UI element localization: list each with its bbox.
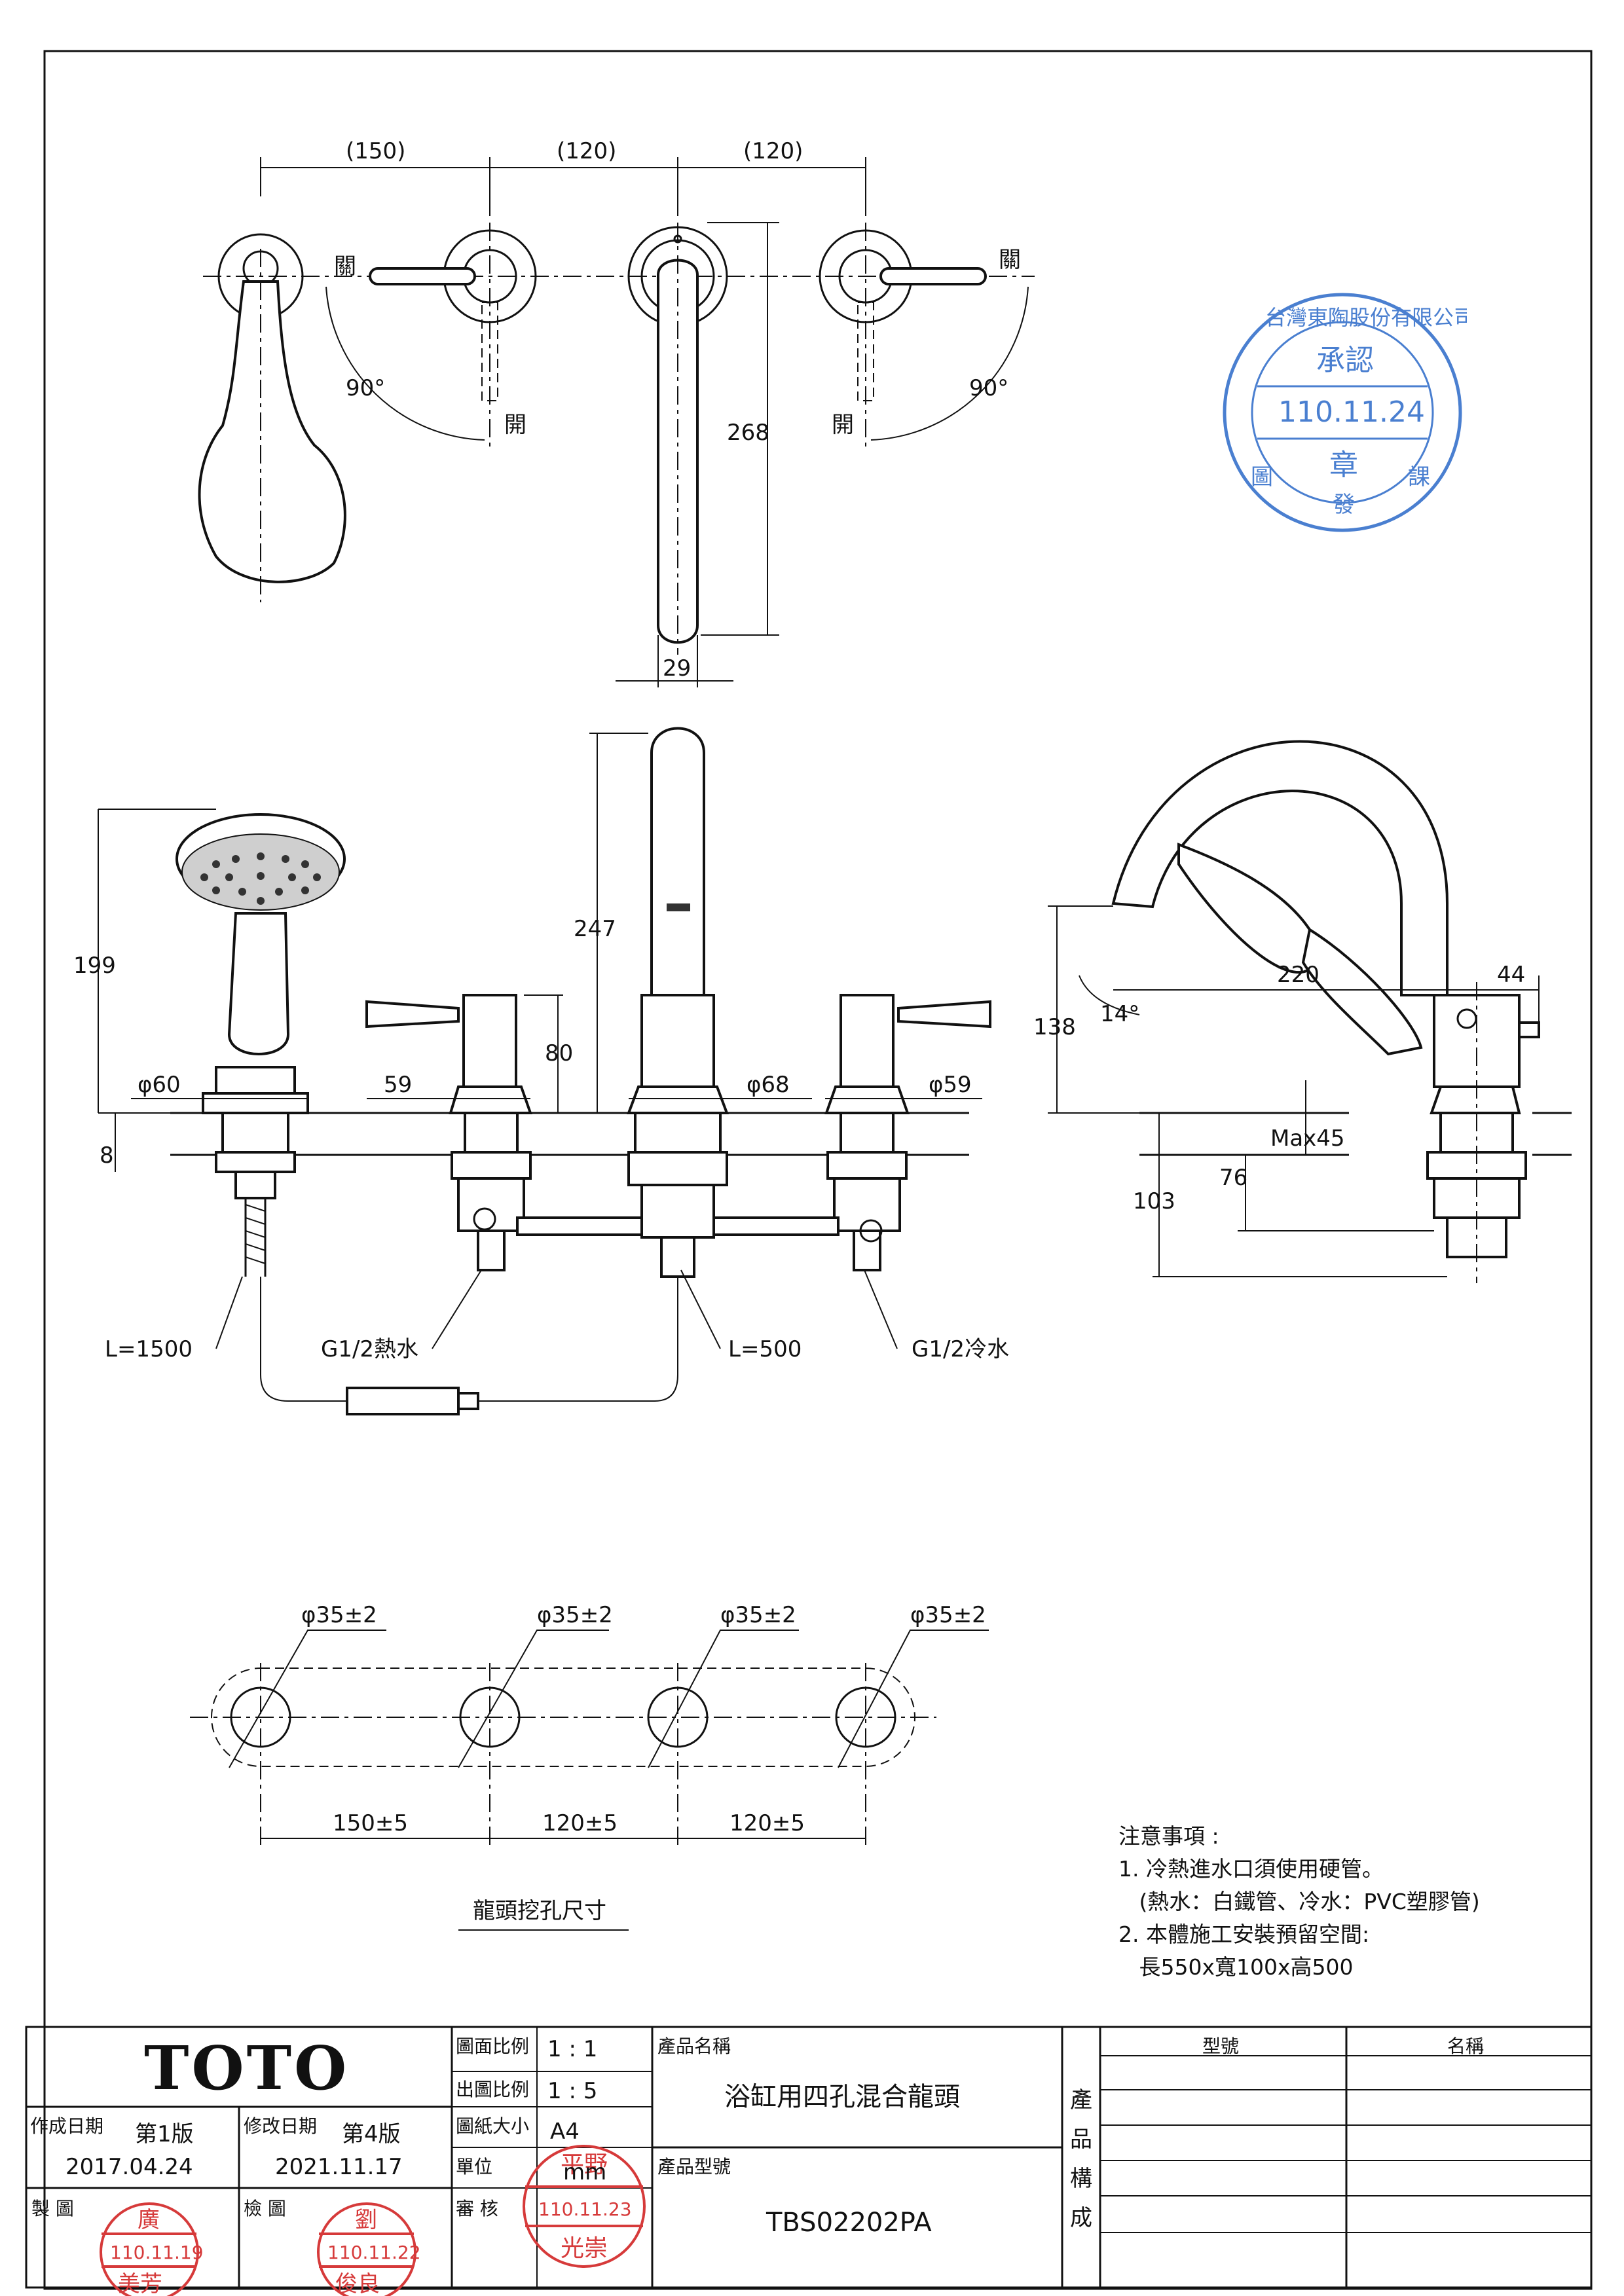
hole-label-4: φ35±2 — [910, 1602, 986, 1628]
col-name: 名稱 — [1447, 2035, 1485, 2057]
label-hot-water: G1/2熱水 — [321, 1336, 418, 1362]
label-close-left: 關 — [334, 253, 356, 280]
scale-drawing: 1 : 1 — [547, 2036, 598, 2062]
revised-version: 第4版 — [342, 2121, 401, 2147]
label-open-left: 開 — [504, 412, 526, 438]
angle-right: 90° — [969, 375, 1008, 401]
dim-side-220: 220 — [1277, 962, 1320, 988]
title-block-grid — [25, 2026, 1593, 2289]
dim-side-max45: Max45 — [1270, 1125, 1345, 1152]
dim-deck-8: 8 — [100, 1142, 114, 1169]
composition-char-4: 成 — [1070, 2205, 1092, 2231]
dim-handle-80: 80 — [545, 1040, 573, 1066]
dim-shower-199: 199 — [73, 953, 116, 979]
dim-side-103: 103 — [1133, 1188, 1175, 1214]
dim-spout-247: 247 — [574, 916, 616, 942]
dim-side-76: 76 — [1219, 1165, 1247, 1191]
product-model: TBS02202PA — [766, 2208, 932, 2238]
product-model-label: 產品型號 — [657, 2156, 731, 2178]
stamp-drawn-date: 110.11.19 — [110, 2242, 204, 2263]
unit-label: 單位 — [456, 2156, 493, 2178]
product-name-label: 產品名稱 — [657, 2035, 731, 2057]
hole-spacing-120b: 120±5 — [729, 1810, 805, 1836]
revised-label: 修改日期 — [244, 2115, 318, 2137]
composition-char-2: 品 — [1070, 2126, 1092, 2153]
toto-logo: TOTO — [144, 2033, 350, 2104]
check-label: 檢 圖 — [244, 2198, 286, 2219]
front-view: 199 φ60 8 59 80 247 φ68 — [73, 727, 1009, 1415]
label-cold-water: G1/2冷水 — [912, 1336, 1009, 1362]
composition-char-3: 構 — [1070, 2166, 1092, 2192]
hole-label-2: φ35±2 — [537, 1602, 613, 1628]
dim-top-120a: (120) — [557, 138, 616, 164]
dim-top-150: (150) — [346, 138, 405, 164]
product-name: 浴缸用四孔混合龍頭 — [724, 2082, 960, 2112]
stamp-check-bottom: 俊良 — [335, 2271, 380, 2296]
approval-top: 承認 — [1316, 344, 1374, 377]
top-view: (150) (120) (120) 關 開 90° 268 — [198, 138, 1035, 687]
dim-handle-59-left: 59 — [384, 1072, 412, 1098]
approval-ring-text: 台灣東陶股份有限公司 — [1265, 305, 1467, 330]
approval-bottom: 發 — [1333, 492, 1355, 518]
created-date: 2017.04.24 — [65, 2154, 193, 2180]
label-close-right: 關 — [999, 247, 1021, 273]
approval-stamp: 台灣東陶股份有限公司 承認 110.11.24 章 發 圖 課 — [1223, 293, 1467, 532]
stamp-drawn-bottom: 美芳 — [118, 2271, 162, 2296]
installation-notes: 注意事項 : 1. 冷熱進水口須使用硬管。 (熱水：白鐵管、冷水：PVC塑膠管)… — [1118, 1820, 1480, 1984]
composition-char-1: 產 — [1070, 2087, 1092, 2113]
notes-line-1: 1. 冷熱進水口須使用硬管。 — [1118, 1856, 1384, 1882]
notes-line-4: 長550x寬100x高500 — [1118, 1954, 1354, 1980]
paper-label: 圖紙大小 — [456, 2115, 530, 2137]
approval-date: 110.11.24 — [1278, 395, 1425, 429]
dim-handle-59-right: φ59 — [929, 1072, 972, 1098]
stamp-check-top: 劉 — [355, 2207, 377, 2233]
stamp-review-bottom: 光崇 — [561, 2235, 608, 2262]
created-label: 作成日期 — [30, 2115, 104, 2137]
label-hose-500: L=500 — [728, 1336, 802, 1362]
side-view: 220 44 14° 138 Max45 76 103 — [1033, 740, 1572, 1283]
dim-top-120b: (120) — [743, 138, 803, 164]
approval-center: 章 — [1329, 448, 1358, 482]
notes-heading: 注意事項 : — [1118, 1823, 1219, 1849]
stamp-check-date: 110.11.22 — [327, 2242, 421, 2263]
dim-spout-268: 268 — [727, 420, 769, 446]
approval-left: 圖 — [1251, 464, 1273, 490]
sheet-border — [43, 50, 1593, 2290]
hole-layout: φ35±2 φ35±2 φ35±2 φ35±2 150±5 120±5 120±… — [190, 1602, 989, 1931]
stamp-drawn-top: 廣 — [138, 2207, 160, 2233]
unit-value: mm — [563, 2159, 607, 2185]
stamp-review-date: 110.11.23 — [538, 2198, 632, 2220]
review-label: 審 核 — [456, 2198, 498, 2219]
red-stamps — [100, 2145, 646, 2296]
dim-shower-60: φ60 — [138, 1072, 181, 1098]
dim-spout-68: φ68 — [747, 1072, 790, 1098]
angle-left: 90° — [346, 375, 385, 401]
notes-line-2: (熱水：白鐵管、冷水：PVC塑膠管) — [1118, 1889, 1480, 1914]
notes-line-3: 2. 本體施工安裝預留空間: — [1118, 1922, 1370, 1947]
dim-side-138: 138 — [1033, 1014, 1076, 1040]
label-open-right: 開 — [832, 412, 854, 438]
hole-spacing-120a: 120±5 — [542, 1810, 618, 1836]
paper-size: A4 — [550, 2119, 580, 2145]
hole-label-1: φ35±2 — [301, 1602, 377, 1628]
hole-label-3: φ35±2 — [720, 1602, 796, 1628]
drawn-label: 製 圖 — [31, 2198, 74, 2219]
col-model: 型號 — [1202, 2035, 1240, 2057]
dim-spout-29: 29 — [663, 655, 691, 682]
scale-output: 1 : 5 — [547, 2078, 598, 2104]
hole-spacing-150: 150±5 — [333, 1810, 408, 1836]
stamp-review-top: 平野 — [561, 2151, 608, 2178]
label-hose-1500: L=1500 — [105, 1336, 193, 1362]
hole-caption: 龍頭挖孔尺寸 — [473, 1898, 606, 1924]
scale-output-label: 出圖比例 — [456, 2079, 530, 2100]
dim-side-44: 44 — [1497, 962, 1525, 988]
approval-right: 課 — [1408, 464, 1430, 490]
revised-date: 2021.11.17 — [275, 2154, 403, 2180]
created-version: 第1版 — [135, 2121, 194, 2147]
dim-side-angle: 14° — [1100, 1001, 1139, 1027]
scale-drawing-label: 圖面比例 — [456, 2035, 530, 2057]
